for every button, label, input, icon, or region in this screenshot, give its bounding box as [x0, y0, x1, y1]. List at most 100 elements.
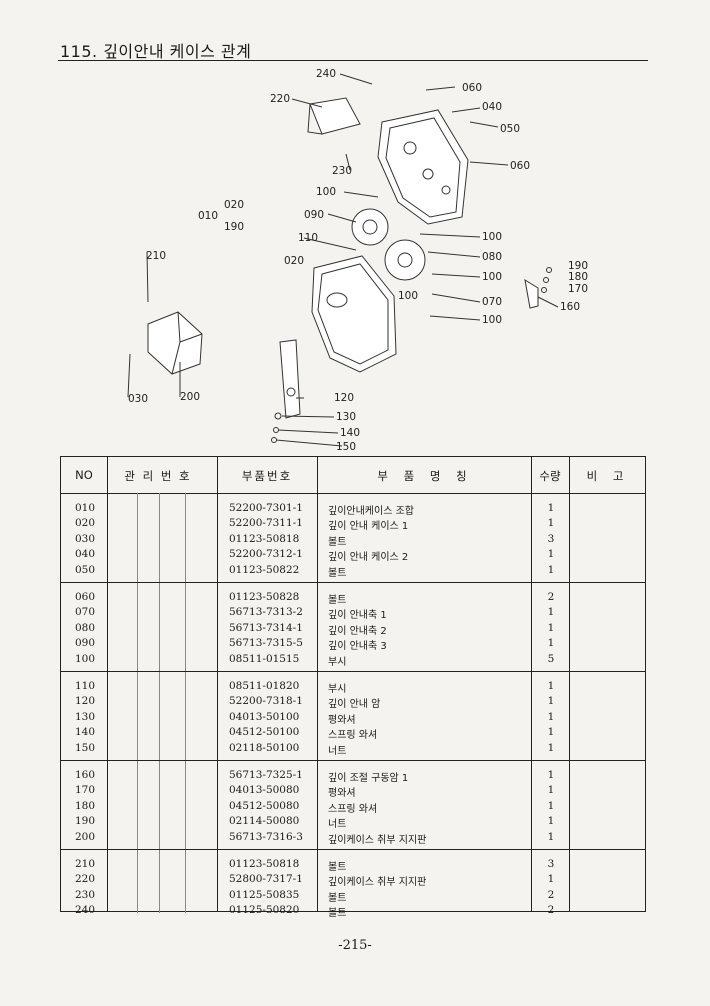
- page-number: -215-: [338, 938, 372, 953]
- row-part-name: 평와셔: [328, 714, 356, 726]
- row-part-no: 52200-7311-1: [229, 517, 303, 530]
- callout-label: 080: [482, 251, 502, 263]
- row-no: 010: [75, 502, 96, 514]
- row-part-name: 볼트: [328, 862, 347, 873]
- row-no: 240: [75, 904, 96, 917]
- row-part-no: 52200-7312-1: [229, 548, 303, 561]
- row-no: 170: [75, 784, 96, 797]
- callout-label: 230: [332, 165, 352, 177]
- row-no: 090: [75, 637, 96, 650]
- group-divider: [61, 671, 645, 672]
- row-qty: 3: [547, 532, 555, 545]
- row-part-name: 너트: [328, 819, 347, 831]
- row-qty: 3: [547, 858, 555, 870]
- callout-label: 060: [462, 82, 482, 94]
- callout-label: 200: [180, 391, 200, 403]
- row-part-no: 01123-50828: [229, 591, 300, 603]
- callout-label: 210: [146, 250, 166, 262]
- callout-label: 030: [128, 393, 148, 405]
- row-part-no: 52200-7318-1: [229, 695, 303, 708]
- row-qty: 1: [547, 741, 555, 754]
- row-part-name: 깊이안내케이스 조합: [328, 506, 414, 517]
- row-part-no: 08511-01515: [229, 652, 300, 665]
- row-no: 040: [75, 548, 96, 561]
- callout-label: 170: [568, 283, 588, 295]
- row-part-name: 볼트: [328, 892, 347, 904]
- row-no: 150: [75, 741, 96, 754]
- col-divider: [185, 493, 186, 913]
- row-qty: 1: [547, 784, 555, 797]
- row-qty: 2: [547, 888, 555, 901]
- callout-label: 100: [398, 290, 418, 302]
- col-divider: [107, 457, 108, 911]
- row-no: 070: [75, 606, 96, 619]
- row-part-name: 볼트: [328, 567, 347, 579]
- row-part-name: 깊이 안내 케이스 1: [328, 521, 409, 533]
- row-qty: 1: [547, 710, 555, 723]
- col-divider: [569, 457, 570, 911]
- callout-label: 100: [482, 231, 502, 243]
- callout-label: 020: [284, 255, 304, 267]
- row-qty: 1: [547, 695, 555, 708]
- col-divider: [217, 457, 218, 911]
- row-part-no: 04512-50080: [229, 799, 300, 812]
- row-part-name: 깊이 조절 구동암 1: [328, 773, 409, 784]
- row-qty: 1: [547, 769, 555, 781]
- row-part-no: 56713-7315-5: [229, 637, 303, 650]
- row-no: 120: [75, 695, 96, 708]
- callout-label: 160: [560, 301, 580, 313]
- row-part-no: 04013-50100: [229, 710, 300, 723]
- row-part-name: 부시: [328, 684, 347, 695]
- row-no: 210: [75, 858, 96, 870]
- row-qty: 1: [547, 815, 555, 828]
- row-part-name: 깊이 안내축 1: [328, 610, 387, 622]
- callout-label: 120: [334, 392, 354, 404]
- page-title: 115. 깊이안내 케이스 관계: [60, 42, 252, 61]
- col-divider: [531, 457, 532, 911]
- row-qty: 1: [547, 548, 555, 561]
- diagram-callout-labels: 240 220 230 060 040 050 060 100 090 010 …: [128, 68, 588, 453]
- header-part-no: 부품번호: [241, 469, 293, 483]
- row-no: 190: [75, 815, 96, 828]
- callout-label: 050: [500, 123, 520, 135]
- callout-label: 190: [224, 221, 244, 233]
- row-part-no: 52200-7301-1: [229, 502, 303, 514]
- row-part-no: 02118-50100: [229, 741, 300, 754]
- row-part-name: 스프링 와셔: [328, 730, 378, 742]
- header-note: 비 고: [586, 469, 630, 483]
- row-part-name: 깊이케이스 취부 지지판: [328, 834, 427, 846]
- row-part-no: 56713-7313-2: [229, 606, 303, 619]
- row-part-name: 깊이 안내축 3: [328, 641, 387, 653]
- row-part-no: 01123-50818: [229, 532, 300, 545]
- row-qty: 1: [547, 621, 555, 634]
- row-qty: 2: [547, 591, 555, 603]
- callout-label: 110: [298, 232, 318, 244]
- row-no: 180: [75, 799, 96, 812]
- row-part-no: 08511-01820: [229, 680, 300, 692]
- row-part-name: 스프링 와셔: [328, 803, 378, 815]
- row-qty: 1: [547, 726, 555, 739]
- row-qty: 1: [547, 563, 555, 576]
- header-part-name: 부 품 명 칭: [377, 469, 473, 483]
- title-rule: [58, 60, 648, 61]
- col-divider: [137, 493, 138, 913]
- callout-label: 150: [336, 441, 356, 453]
- row-no: 220: [75, 873, 96, 886]
- group-divider: [61, 582, 645, 583]
- header-mgmt-no: 관 리 번 호: [124, 469, 192, 483]
- row-part-name: 부시: [328, 656, 347, 668]
- row-part-name: 너트: [328, 745, 347, 757]
- callout-label: 020: [224, 199, 244, 211]
- row-no: 230: [75, 888, 96, 901]
